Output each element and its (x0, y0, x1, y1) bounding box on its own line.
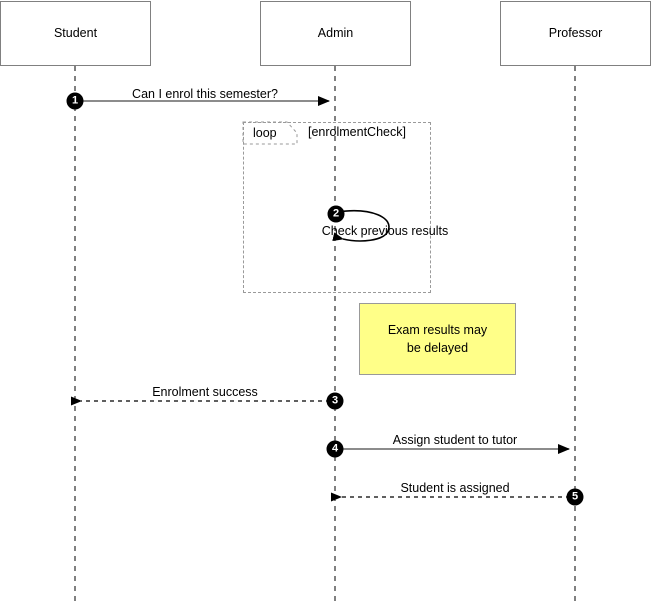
loop-fragment-guard-label: [enrolmentCheck] (308, 125, 406, 139)
participant-student[interactable]: Student (0, 1, 151, 66)
message-arrow-2 (332, 210, 390, 242)
participant-professor[interactable]: Professor (500, 1, 651, 66)
message-label-3: Enrolment success (152, 385, 258, 399)
participant-professor-label: Professor (548, 25, 603, 40)
sequence-badge-1[interactable]: 1 (66, 92, 84, 110)
message-label-5: Student is assigned (400, 481, 510, 495)
note-exam-results[interactable]: Exam results may be delayed (359, 303, 516, 375)
loop-fragment[interactable] (243, 122, 431, 293)
sequence-badge-5[interactable]: 5 (566, 488, 584, 506)
sequence-badge-2[interactable]: 2 (327, 205, 345, 223)
participant-admin[interactable]: Admin (260, 1, 411, 66)
note-exam-results-text: Exam results may be delayed (387, 322, 488, 355)
participant-admin-label: Admin (317, 25, 354, 40)
message-label-1: Can I enrol this semester? (132, 87, 278, 101)
message-label-2: Check previous results (321, 224, 449, 238)
sequence-badge-3[interactable]: 3 (326, 392, 344, 410)
participant-student-label: Student (53, 25, 98, 40)
message-label-4: Assign student to tutor (392, 433, 518, 447)
loop-fragment-operator-label: loop (253, 126, 277, 140)
sequence-badge-4[interactable]: 4 (326, 440, 344, 458)
